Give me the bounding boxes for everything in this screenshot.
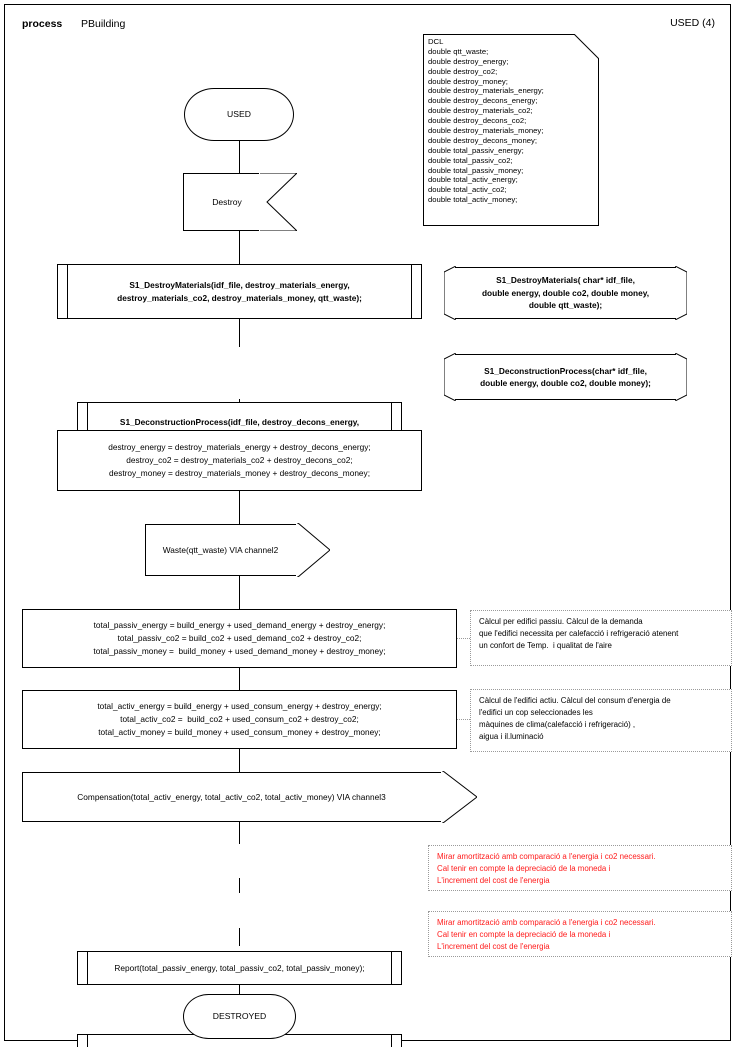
receive-notch-icon — [259, 173, 297, 231]
process-keyword: process — [22, 18, 63, 30]
bracket-left-icon — [444, 353, 456, 401]
comment-report-passiv: Mirar amortització amb comparació a l'en… — [428, 845, 732, 891]
signature-destroy-materials: S1_DestroyMaterials( char* idf_file, dou… — [444, 266, 687, 320]
connector-destroy-to-call1 — [239, 229, 240, 264]
connector-waste-to-passiv — [239, 576, 240, 609]
task-passiv-totals-text: total_passiv_energy = build_energy + use… — [93, 620, 386, 656]
comment-link-passiv — [457, 638, 472, 639]
send-signal-waste-label: Waste(qtt_waste) VIA channel2 — [162, 545, 279, 555]
call-destroy-materials-text: S1_DestroyMaterials(idf_file, destroy_ma… — [117, 280, 362, 303]
task-destroy-totals-text: destroy_energy = destroy_materials_energ… — [108, 442, 371, 478]
state-destroyed-label: DESTROYED — [212, 1011, 267, 1022]
send-arrow-icon — [296, 523, 330, 577]
call-report-activ-text: Report(total_activ_energy, total_activ_c… — [106, 1043, 373, 1047]
process-name: PBuilding — [81, 18, 126, 30]
connector-report2-to-terminate — [239, 928, 240, 946]
connector-terminate-to-destroyed — [239, 981, 240, 994]
task-activ-totals[interactable]: total_activ_energy = build_energy + used… — [22, 690, 457, 749]
receive-signal-destroy-label: Destroy — [212, 197, 242, 207]
call-destroy-materials[interactable]: S1_DestroyMaterials(idf_file, destroy_ma… — [57, 264, 422, 319]
send-signal-compensation-body — [22, 772, 443, 822]
state-destroyed[interactable]: DESTROYED — [183, 994, 296, 1039]
state-used-label: USED — [227, 109, 251, 120]
task-activ-totals-text: total_activ_energy = build_energy + used… — [97, 701, 382, 737]
state-used[interactable]: USED — [184, 88, 294, 141]
task-passiv-totals[interactable]: total_passiv_energy = build_energy + use… — [22, 609, 457, 668]
state-counter-label: USED (4) — [670, 17, 715, 29]
dcl-note-body — [423, 34, 599, 226]
call-report-passiv[interactable]: Report(total_passiv_energy, total_passiv… — [77, 951, 402, 985]
comment-report-activ: Mirar amortització amb comparació a l'en… — [428, 911, 732, 957]
note-fold-icon — [573, 33, 600, 60]
connector-used-to-destroy — [239, 141, 240, 173]
comment-link-activ — [457, 719, 472, 720]
send-signal-waste-body — [145, 524, 298, 576]
connector-activ-to-compensation — [239, 749, 240, 772]
signature-destroy-materials-text: S1_DestroyMaterials( char* idf_file, dou… — [455, 267, 676, 319]
connector-totals-to-waste — [239, 491, 240, 524]
signature-deconstruction-process: S1_DeconstructionProcess(char* idf_file,… — [444, 353, 687, 401]
send-signal-compensation[interactable]: Compensation(total_activ_energy, total_a… — [22, 771, 477, 823]
task-destroy-totals[interactable]: destroy_energy = destroy_materials_energ… — [57, 430, 422, 491]
send-signal-compensation-label: Compensation(total_activ_energy, total_a… — [77, 792, 386, 802]
dcl-note-text: DCL double qtt_waste; double destroy_ene… — [428, 37, 544, 205]
connector-passiv-to-activ — [239, 668, 240, 690]
dcl-note: DCL double qtt_waste; double destroy_ene… — [423, 33, 600, 226]
connector-compensation-to-report1 — [239, 822, 240, 844]
comment-activ: Càlcul de l'edifici actiu. Càlcul del co… — [470, 689, 732, 752]
send-arrow-icon — [441, 771, 477, 823]
receive-signal-destroy[interactable]: Destroy — [183, 173, 297, 231]
bracket-left-icon — [444, 266, 456, 320]
send-signal-waste[interactable]: Waste(qtt_waste) VIA channel2 — [145, 523, 330, 577]
connector-call1-to-call2 — [239, 319, 240, 347]
bracket-right-icon — [675, 353, 687, 401]
signature-deconstruction-process-text: S1_DeconstructionProcess(char* idf_file,… — [455, 354, 676, 400]
comment-passiv: Càlcul per edifici passiu. Càlcul de la … — [470, 610, 732, 666]
call-report-passiv-text: Report(total_passiv_energy, total_passiv… — [114, 962, 365, 973]
bracket-right-icon — [675, 266, 687, 320]
connector-report1-to-report2 — [239, 878, 240, 893]
